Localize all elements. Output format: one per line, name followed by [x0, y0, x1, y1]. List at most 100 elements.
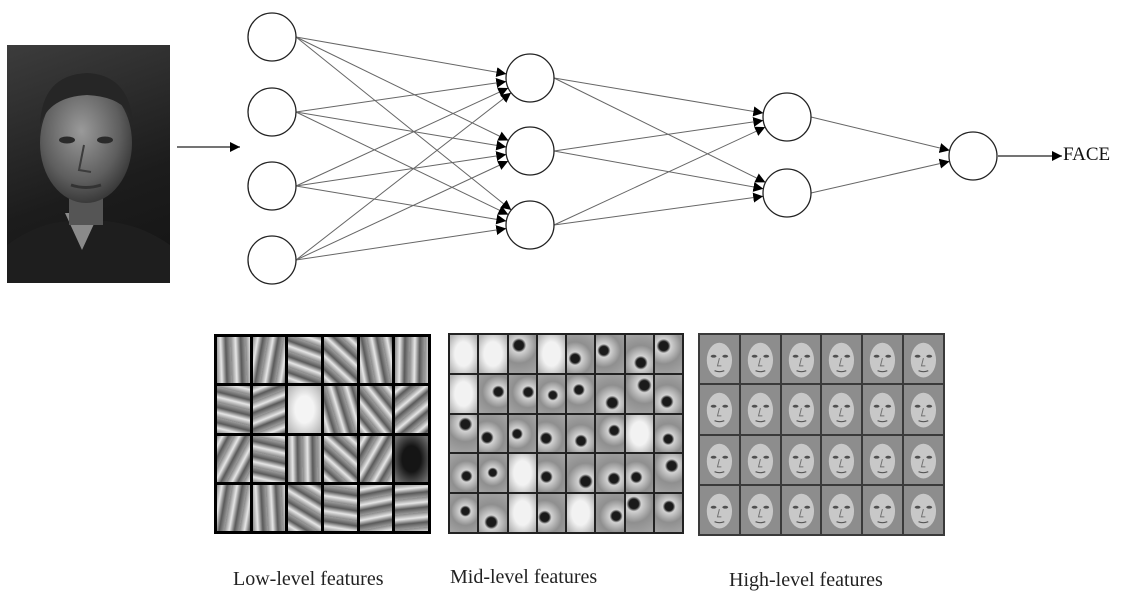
low-level-filter	[395, 337, 428, 384]
connection-line	[553, 77, 764, 117]
mid-level-filter	[654, 335, 682, 373]
mid-level-filter	[654, 494, 682, 532]
neuron-node	[247, 235, 297, 285]
low-level-filter	[359, 337, 393, 384]
mid-level-filter	[537, 494, 565, 532]
mid-level-filter	[596, 374, 624, 413]
mid-level-filter	[596, 414, 624, 453]
connection-lines	[295, 36, 950, 261]
mid-level-filter	[625, 374, 653, 413]
mid-level-filter	[479, 494, 507, 532]
low-level-filter	[217, 484, 250, 531]
connection-line	[553, 126, 766, 226]
high-level-face-filter	[822, 435, 862, 484]
high-level-face-filter	[781, 335, 821, 384]
mid-level-filter	[479, 414, 507, 453]
high-level-face-filter	[904, 485, 943, 534]
low-level-filter	[288, 435, 321, 482]
neural-network-diagram	[177, 12, 1062, 285]
mid-level-filter	[508, 494, 536, 532]
mid-level-filter	[654, 454, 682, 493]
low-level-filter	[252, 484, 286, 531]
connection-line	[553, 77, 766, 183]
low-level-filter	[395, 435, 428, 482]
connection-line	[295, 111, 507, 151]
high-level-face-filter	[863, 485, 903, 534]
connection-line	[810, 158, 950, 194]
low-level-filter	[288, 337, 321, 384]
connection-line	[295, 151, 507, 187]
low-level-features-label: Low-level features	[233, 568, 384, 590]
mid-level-filter	[508, 454, 536, 493]
connection-line	[295, 92, 512, 261]
low-level-filter	[395, 484, 428, 531]
mid-level-filter	[479, 454, 507, 493]
high-level-face-filter	[740, 485, 780, 534]
high-level-face-filter	[863, 435, 903, 484]
mid-level-filter	[450, 374, 478, 413]
connection-line	[553, 150, 764, 192]
high-level-face-filter	[700, 335, 739, 384]
high-level-face-filter	[822, 335, 862, 384]
neuron-node	[505, 200, 555, 250]
low-level-feature-grid	[214, 334, 431, 534]
high-level-face-filter	[700, 435, 739, 484]
high-level-face-filter	[863, 385, 903, 434]
mid-level-filter	[450, 494, 478, 532]
connection-line	[810, 116, 950, 153]
connection-line	[553, 116, 764, 152]
low-level-filter	[217, 435, 250, 482]
neuron-node	[247, 12, 297, 62]
connection-line	[295, 87, 509, 187]
mid-level-filter	[625, 414, 653, 453]
mid-level-filter	[567, 335, 595, 373]
high-level-face-filter	[822, 485, 862, 534]
low-level-filter	[217, 337, 250, 384]
high-level-face-filter	[904, 435, 943, 484]
high-level-face-filter	[740, 335, 780, 384]
neuron-node	[762, 92, 812, 142]
mid-level-filter	[596, 494, 624, 532]
low-level-filter	[359, 386, 393, 433]
connection-line	[295, 36, 507, 78]
mid-level-filter	[450, 454, 478, 493]
neuron-node	[247, 87, 297, 137]
high-level-face-filter	[700, 385, 739, 434]
high-level-face-filter	[740, 435, 780, 484]
mid-level-filter	[654, 414, 682, 453]
mid-level-filter	[508, 414, 536, 453]
low-level-filter	[359, 435, 393, 482]
mid-level-filter	[537, 454, 565, 493]
low-level-filter	[395, 386, 428, 433]
high-level-face-filter	[700, 485, 739, 534]
connection-line	[295, 225, 507, 261]
high-level-face-filter	[781, 385, 821, 434]
connection-line	[295, 185, 507, 225]
input-face-photo	[7, 45, 170, 283]
high-level-face-filter	[904, 335, 943, 384]
low-level-filter	[324, 435, 357, 482]
low-level-filter	[252, 337, 286, 384]
low-level-filter	[252, 435, 286, 482]
mid-level-filter	[450, 335, 478, 373]
connection-line	[295, 36, 509, 141]
mid-level-filter	[625, 335, 653, 373]
connection-line	[295, 160, 509, 261]
face-photo-drawing	[7, 73, 170, 283]
low-level-filter	[324, 484, 357, 531]
neuron-node	[247, 161, 297, 211]
neuron-nodes	[247, 12, 998, 285]
mid-level-filter	[596, 454, 624, 493]
mid-level-filter	[567, 494, 595, 532]
low-level-filter	[359, 484, 393, 531]
high-level-face-filter	[904, 385, 943, 434]
mid-level-filter	[508, 335, 536, 373]
high-level-face-filter	[863, 335, 903, 384]
low-level-filter	[288, 386, 321, 433]
low-level-filter	[324, 337, 357, 384]
low-level-filter	[217, 386, 250, 433]
mid-level-filter	[596, 335, 624, 373]
output-label: FACE	[1063, 144, 1111, 165]
mid-level-filter	[479, 335, 507, 373]
mid-level-filter	[450, 414, 478, 453]
